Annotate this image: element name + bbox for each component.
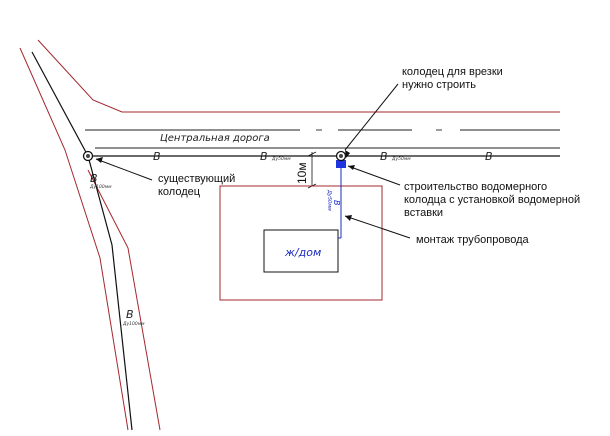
callout-meter-well: строительство водомерного колодца с уста… <box>404 181 583 219</box>
leader-pipeline <box>344 215 411 239</box>
leader-new-well <box>344 83 399 151</box>
arrow-pipeline-icon <box>345 215 352 221</box>
leader-arrowheads <box>96 150 355 221</box>
pipe-diameter-4: Ду100мм <box>122 321 145 327</box>
pipe-diameter-1: Ду50мм <box>271 156 291 162</box>
existing-well-center-icon <box>86 154 90 158</box>
pipe-label-b-3: В <box>380 150 388 163</box>
branch-pipe-diagonal <box>31 51 133 431</box>
callout-pipeline: монтаж трубопровода <box>416 234 529 246</box>
dimension-10m <box>307 151 317 189</box>
pipe-diameter-2: Ду50мм <box>391 156 411 162</box>
callout-new-well: колодец для врезки нужно строить <box>402 66 506 91</box>
house-outline <box>263 229 339 273</box>
road-boundary-outer-left <box>19 47 129 431</box>
callout-pipeline-line-1: монтаж трубопровода <box>416 234 529 246</box>
callout-new-well-line-1: колодец для врезки <box>402 66 503 78</box>
arrow-meter-well-icon <box>348 165 355 170</box>
arrow-existing-well-icon <box>96 157 103 163</box>
pipe-label-b-2: В <box>260 150 268 163</box>
callout-new-well-line-2: нужно строить <box>402 79 476 91</box>
pipe-diameter-3: Ду100мм <box>89 184 112 190</box>
pipe-label-b-1: В <box>153 150 161 163</box>
road-name: Центральная дорога <box>160 133 270 144</box>
pipe-label-b-6: В <box>126 308 134 321</box>
new-well-center-icon <box>339 154 343 158</box>
water-meter-icon <box>336 160 346 168</box>
dimension-tick-top <box>307 151 317 157</box>
arrow-new-well-icon <box>345 150 350 158</box>
dimension-label: 10м <box>295 162 309 184</box>
service-pipe-letter: В <box>332 200 341 206</box>
road-edges <box>85 129 560 149</box>
leader-existing-well <box>95 158 153 181</box>
pipe-label-b-5: В <box>90 172 98 185</box>
leader-lines <box>95 83 411 239</box>
callout-meter-well-line-2: колодца с установкой водомерной <box>404 194 580 206</box>
water-pipes <box>31 51 560 431</box>
leader-meter-well <box>347 165 401 186</box>
service-pipe-diameter: Ду50мм <box>326 189 332 211</box>
service-line <box>338 160 342 239</box>
house-label: ж/дом <box>284 246 321 259</box>
existing-well <box>82 150 94 162</box>
callout-existing-well-line-2: колодец <box>158 186 201 198</box>
road-boundaries <box>19 39 560 431</box>
callout-meter-well-line-1: строительство водомерного <box>404 181 547 193</box>
new-well <box>335 150 347 162</box>
road-boundary-right-branch <box>87 169 161 431</box>
road-boundary-inner <box>37 39 560 113</box>
callout-existing-well-line-1: существующий <box>158 173 235 185</box>
callout-existing-well: существующий колодец <box>158 173 238 198</box>
callout-meter-well-line-3: вставки <box>404 207 443 219</box>
pipe-label-b-4: В <box>485 150 493 163</box>
property-lot <box>219 185 383 301</box>
